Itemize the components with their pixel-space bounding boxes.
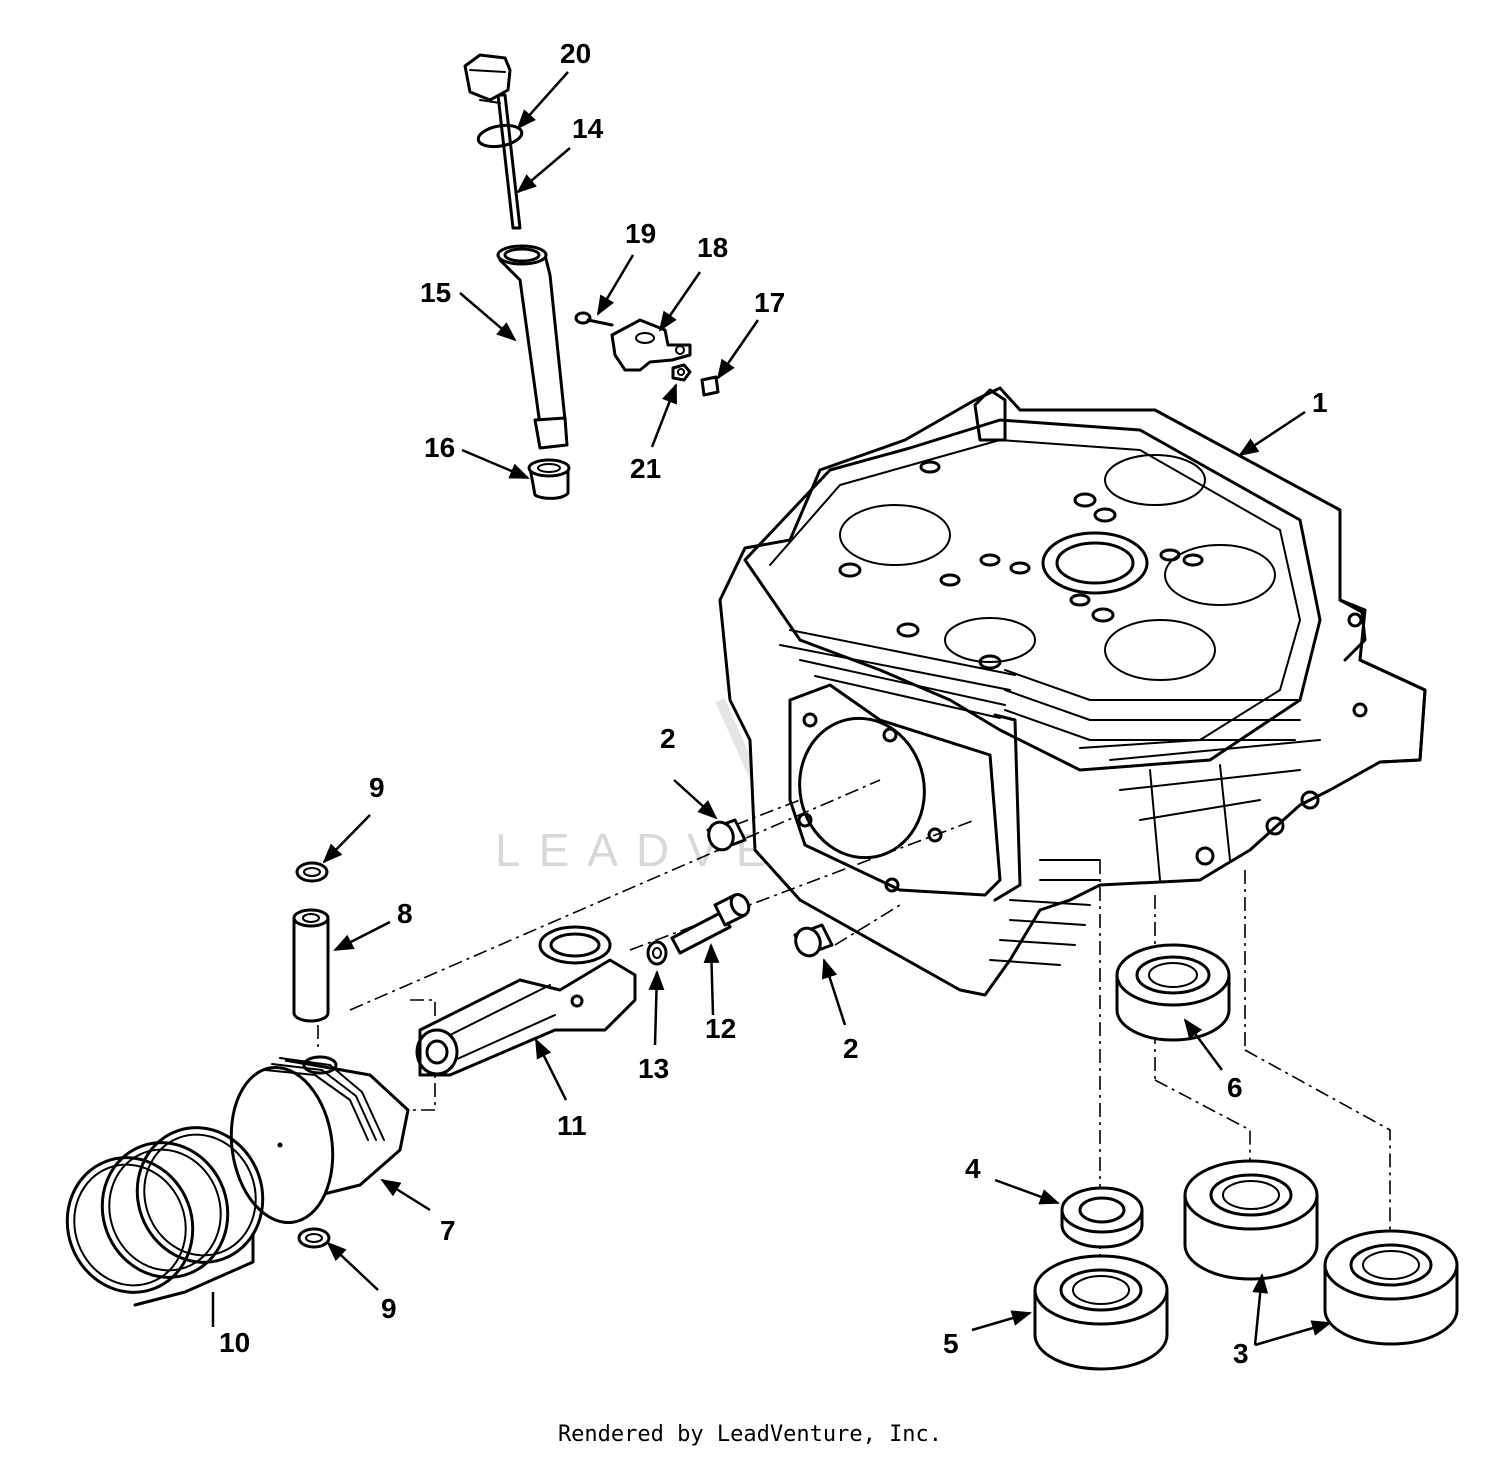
- callout-11: 11: [557, 1110, 587, 1141]
- footer-credit: Rendered by LeadVenture, Inc.: [557, 1422, 943, 1447]
- callout-2-lower: 2: [843, 1033, 859, 1064]
- part-2-dowel-pin-lower: [793, 923, 834, 958]
- callout-12: 12: [705, 1013, 736, 1044]
- callout-1: 1: [1312, 387, 1328, 418]
- callout-20: 20: [560, 38, 591, 69]
- callout-14: 14: [572, 113, 604, 144]
- callout-8: 8: [397, 898, 413, 929]
- part-5-ball-bearing: [1033, 1254, 1169, 1371]
- callout-10: 10: [219, 1327, 250, 1358]
- part-6-ball-bearing: [1115, 943, 1231, 1042]
- part-20-dipstick-cap: [463, 53, 524, 149]
- callout-4: 4: [965, 1153, 981, 1184]
- part-16-tube-grommet: [527, 458, 571, 500]
- part-19-screw: [574, 311, 614, 327]
- part-3-ball-bearing-right: [1323, 1229, 1459, 1346]
- callout-21: 21: [630, 453, 661, 484]
- leader-arrows: [211, 71, 1332, 1347]
- callout-3: 3: [1233, 1338, 1249, 1369]
- part-21-nut: [671, 363, 692, 382]
- part-8-piston-pin: [292, 908, 330, 1023]
- part-10-piston-ring-set: [65, 1126, 265, 1307]
- part-9-retaining-ring-upper: [295, 861, 329, 883]
- callout-2-upper: 2: [660, 723, 676, 754]
- callout-labels: 1 2 2 3 4 5 6 7 8 9 9 10 11 12 13 14 15 …: [219, 38, 1328, 1369]
- part-4-oil-seal: [1060, 1186, 1144, 1249]
- callout-19: 19: [625, 218, 656, 249]
- part-18-tube-bracket: [610, 318, 692, 372]
- callout-9-lower: 9: [381, 1293, 397, 1324]
- callout-18: 18: [697, 232, 728, 263]
- part-3-ball-bearing-center: [1183, 1159, 1319, 1281]
- part-2-dowel-pin-upper: [706, 818, 747, 852]
- part-14-dipstick: [496, 93, 522, 230]
- part-9-retaining-ring-lower: [297, 1227, 331, 1249]
- callout-16: 16: [424, 432, 455, 463]
- part-15-dipstick-tube: [496, 244, 569, 450]
- part-17-clip: [700, 375, 720, 397]
- callout-6: 6: [1227, 1072, 1243, 1103]
- callout-7: 7: [440, 1215, 456, 1246]
- callout-15: 15: [420, 277, 451, 308]
- part-13-washer: [646, 940, 668, 966]
- callout-17: 17: [754, 287, 785, 318]
- callout-13: 13: [638, 1053, 669, 1084]
- part-1-cylinder-block: [718, 386, 1427, 997]
- callout-5: 5: [943, 1328, 959, 1359]
- part-12-rod-bolt: [670, 893, 751, 955]
- callout-9-upper: 9: [369, 772, 385, 803]
- part-11-connecting-rod: [415, 925, 637, 1077]
- part-7-piston: [229, 1055, 410, 1225]
